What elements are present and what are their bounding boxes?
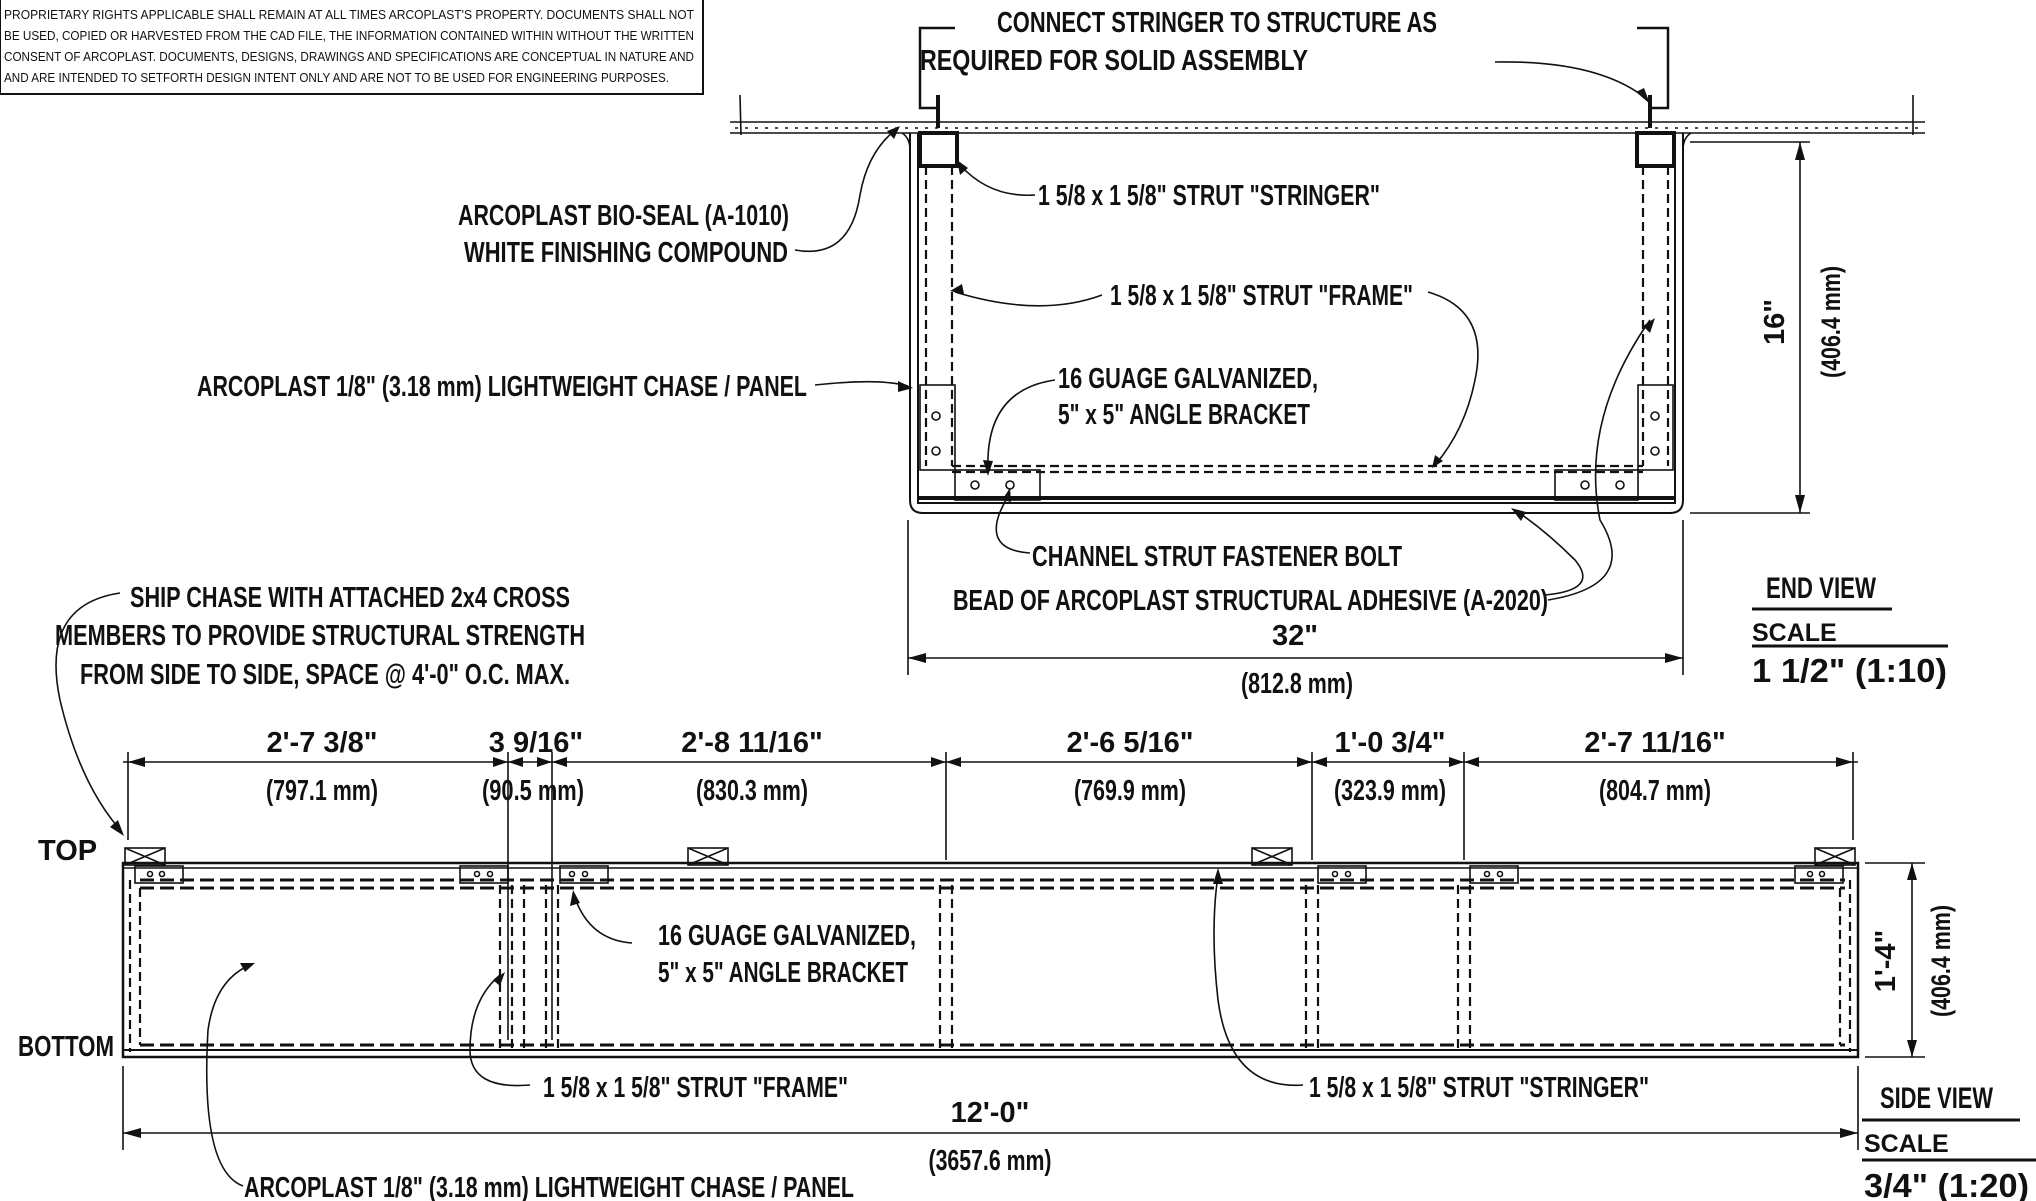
note-connect-stringer-1: CONNECT STRINGER TO STRUCTURE AS	[997, 7, 1437, 39]
leader-connect-stringer	[1494, 61, 1649, 101]
disclaimer-line-3: CONSENT OF ARCOPLAST. DOCUMENTS, DESIGNS…	[4, 50, 694, 64]
leader-side-panel	[205, 964, 251, 1187]
disclaimer-line-1: PROPRIETARY RIGHTS APPLICABLE SHALL REMA…	[4, 8, 694, 22]
structure-bracket-right	[1637, 26, 1670, 110]
segment-3-imperial: 2'-8 11/16"	[681, 727, 823, 759]
leader-side-frame	[469, 974, 531, 1087]
leader-side-stringer	[1213, 874, 1304, 1087]
structure-bracket-left	[918, 26, 955, 110]
segment-1-metric: (797.1 mm)	[266, 775, 378, 807]
leader-bio-seal	[794, 127, 899, 252]
segment-5-metric: (323.9 mm)	[1334, 775, 1446, 807]
segment-5-imperial: 1'-0 3/4"	[1335, 727, 1446, 759]
leader-end-panel	[814, 380, 909, 387]
side-panel-note: ARCOPLAST 1/8" (3.18 mm) LIGHTWEIGHT CHA…	[244, 1172, 854, 1201]
note-bolt: CHANNEL STRUT FASTENER BOLT	[1032, 541, 1402, 573]
segment-3-metric: (830.3 mm)	[696, 775, 808, 807]
side-bracket-note-1: 16 GUAGE GALVANIZED,	[658, 920, 916, 952]
end-view-height-imperial: 16"	[1759, 299, 1791, 345]
end-view-height-metric: (406.4 mm)	[1816, 266, 1846, 378]
leader-ship-chase	[55, 592, 123, 833]
side-height-metric: (406.4 mm)	[1926, 905, 1956, 1017]
side-length-imperial: 12'-0"	[951, 1097, 1030, 1129]
segment-4-imperial: 2'-6 5/16"	[1066, 727, 1193, 759]
note-bio-seal-2: WHITE FINISHING COMPOUND	[464, 237, 788, 269]
note-adhesive: BEAD OF ARCOPLAST STRUCTURAL ADHESIVE (A…	[953, 585, 1548, 617]
end-view-width-imperial: 32"	[1272, 620, 1318, 652]
segment-2-metric: (90.5 mm)	[482, 775, 584, 807]
chase-panel-inner	[917, 133, 1676, 504]
disclaimer-box: PROPRIETARY RIGHTS APPLICABLE SHALL REMA…	[0, 0, 704, 95]
slab-end-left	[739, 94, 742, 136]
note-end-panel: ARCOPLAST 1/8" (3.18 mm) LIGHTWEIGHT CHA…	[197, 371, 807, 403]
end-view-scale-label: SCALE	[1752, 619, 1837, 647]
note-connect-stringer-2: REQUIRED FOR SOLID ASSEMBLY	[920, 45, 1308, 77]
side-view-scale-label: SCALE	[1864, 1130, 1949, 1158]
segment-1-imperial: 2'-7 3/8"	[267, 727, 378, 759]
side-view-scale-value: 3/4" (1:20)	[1864, 1167, 2029, 1201]
leader-end-frame-left	[954, 291, 1103, 307]
leader-adhesive-right	[1547, 319, 1651, 601]
side-bracket-note-2: 5" x 5" ANGLE BRACKET	[658, 957, 908, 989]
end-view-width-metric: (812.8 mm)	[1241, 668, 1353, 700]
end-view-title: END VIEW	[1766, 572, 1876, 605]
note-end-frame: 1 5/8 x 1 5/8" STRUT "FRAME"	[1110, 280, 1413, 312]
angle-bracket-left-vertical	[919, 384, 956, 471]
bottom-label: BOTTOM	[18, 1031, 114, 1063]
leader-end-frame-right	[1427, 291, 1479, 466]
note-end-stringer: 1 5/8 x 1 5/8" STRUT "STRINGER"	[1038, 180, 1380, 212]
segment-2-imperial: 3 9/16"	[489, 727, 583, 759]
segment-6-metric: (804.7 mm)	[1599, 775, 1711, 807]
side-angle-brackets	[134, 865, 1844, 884]
ship-note-2: MEMBERS TO PROVIDE STRUCTURAL STRENGTH	[55, 620, 585, 652]
chase-panel-outer	[909, 133, 1684, 514]
stringer-strut-right	[1635, 131, 1676, 168]
segment-6-imperial: 2'-7 11/16"	[1584, 727, 1726, 759]
leader-adhesive-left	[1514, 509, 1584, 596]
end-view-drawing	[730, 26, 1925, 675]
leader-side-bracket	[574, 897, 633, 944]
end-view-scale-value: 1 1/2" (1:10)	[1752, 652, 1947, 689]
segment-4-metric: (769.9 mm)	[1074, 775, 1186, 807]
angle-bracket-right-vertical	[1637, 384, 1674, 471]
angle-bracket-left-horizontal	[954, 469, 1041, 501]
stringer-strut-left	[918, 131, 959, 168]
leader-end-stringer	[959, 164, 1036, 197]
side-chase-panel	[121, 861, 1860, 1059]
note-end-bracket-1: 16 GUAGE GALVANIZED,	[1058, 363, 1318, 395]
side-view-drawing	[55, 592, 1925, 1187]
leader-end-bracket	[987, 379, 1056, 471]
side-view-labels: SHIP CHASE WITH ATTACHED 2x4 CROSS MEMBE…	[18, 582, 2036, 1201]
side-frame-note: 1 5/8 x 1 5/8" STRUT "FRAME"	[543, 1072, 848, 1104]
ship-note-1: SHIP CHASE WITH ATTACHED 2x4 CROSS	[130, 582, 570, 614]
side-height-imperial: 1'-4"	[1870, 930, 1902, 993]
end-view-labels: CONNECT STRINGER TO STRUCTURE AS REQUIRE…	[197, 7, 1948, 700]
disclaimer-line-4: AND ARE INTENDED TO SETFORTH DESIGN INTE…	[4, 71, 669, 85]
note-bio-seal-1: ARCOPLAST BIO-SEAL (A-1010)	[458, 200, 789, 232]
cross-members	[124, 847, 1856, 866]
disclaimer-line-2: BE USED, COPIED OR HARVESTED FROM THE CA…	[4, 29, 694, 43]
side-length-metric: (3657.6 mm)	[929, 1145, 1052, 1177]
top-label: TOP	[38, 835, 97, 867]
note-end-bracket-2: 5" x 5" ANGLE BRACKET	[1058, 399, 1310, 431]
side-view-title: SIDE VIEW	[1880, 1082, 1993, 1115]
ship-note-3: FROM SIDE TO SIDE, SPACE @ 4'-0" O.C. MA…	[80, 659, 570, 691]
side-stringer-note: 1 5/8 x 1 5/8" STRUT "STRINGER"	[1309, 1072, 1649, 1104]
leader-bolt	[995, 491, 1031, 554]
side-vertical-frames	[498, 885, 1472, 1052]
